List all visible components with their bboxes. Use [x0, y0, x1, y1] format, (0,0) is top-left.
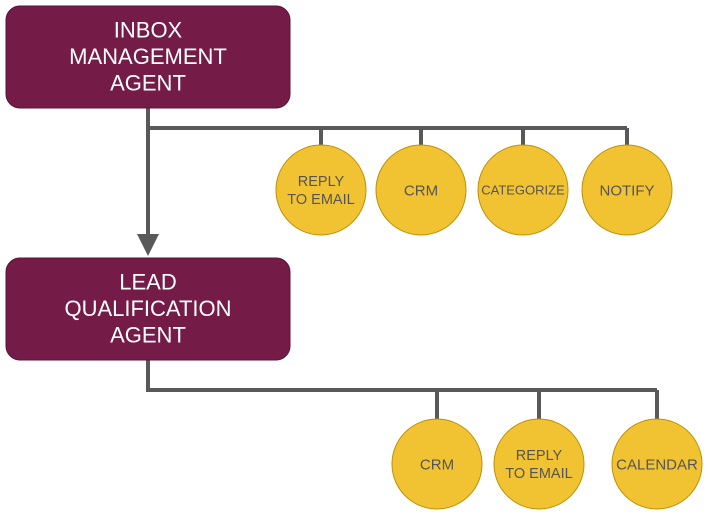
- inbox-management-agent-tool-bus: [146, 108, 627, 130]
- tool-circle-reply-to-email: [275, 144, 367, 236]
- inbox-management-agent-label-line: INBOX: [114, 18, 183, 43]
- lead-qualification-agent-label-line: LEAD: [119, 270, 176, 295]
- lead-qualification-agent-tool-calendar[interactable]: CALENDAR: [611, 418, 703, 510]
- handoff-arrow-head-icon: [137, 234, 159, 256]
- tool-circle-reply-to-email: [493, 418, 585, 510]
- tool-circle-calendar: [611, 418, 703, 510]
- tool-label-reply-to-email: REPLY: [516, 448, 563, 464]
- connectors: [137, 108, 659, 419]
- tool-circle-notify: [581, 144, 673, 236]
- lead-qualification-agent-tool-reply-to-email[interactable]: REPLY TO EMAIL: [493, 418, 585, 510]
- lead-qualification-agent-tool-crm[interactable]: CRM: [391, 418, 483, 510]
- lead-qualification-agent-label-line: QUALIFICATION: [64, 296, 231, 321]
- tool-label-crm: CRM: [404, 182, 438, 199]
- inbox-management-agent-label-line: MANAGEMENT: [69, 44, 227, 69]
- tool-circle-crm: [391, 418, 483, 510]
- inbox-management-agent-tool-reply-to-email[interactable]: REPLY TO EMAIL: [275, 144, 367, 236]
- tool-label-crm: CRM: [420, 456, 454, 473]
- lead-qualification-agent-label-line: AGENT: [110, 323, 186, 348]
- tool-label-reply-to-email: TO EMAIL: [505, 466, 572, 482]
- inbox-management-agent-box: [5, 5, 291, 109]
- tool-label-notify: NOTIFY: [600, 182, 655, 199]
- inbox-management-agent-tool-notify[interactable]: NOTIFY: [581, 144, 673, 236]
- inbox-management-agent-tool-crm[interactable]: CRM: [375, 144, 467, 236]
- agents: INBOXMANAGEMENTAGENTLEADQUALIFICATIONAGE…: [5, 5, 291, 361]
- tools: REPLY TO EMAIL CRM CATEGORIZE NOTIFY CRM REPLY…: [275, 144, 703, 510]
- tool-label-categorize: CATEGORIZE: [481, 183, 565, 198]
- lead-qualification-agent-box: [5, 257, 291, 361]
- lead-qualification-agent-tool-bus: [146, 360, 657, 392]
- tool-label-reply-to-email: REPLY: [298, 174, 345, 190]
- tool-circle-crm: [375, 144, 467, 236]
- inbox-management-agent-tool-categorize[interactable]: CATEGORIZE: [477, 144, 569, 236]
- tool-label-calendar: CALENDAR: [616, 456, 698, 473]
- tool-label-reply-to-email: TO EMAIL: [287, 192, 354, 208]
- inbox-management-agent-label-line: AGENT: [110, 71, 186, 96]
- tool-circle-categorize: [477, 144, 569, 236]
